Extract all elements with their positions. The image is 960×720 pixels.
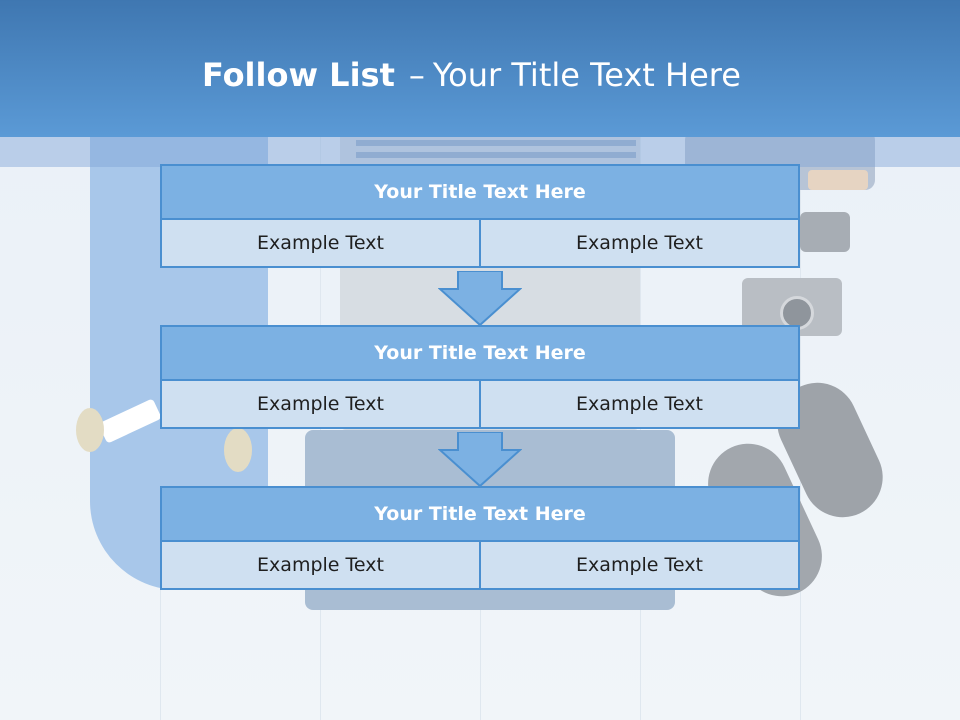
header-band [0, 0, 960, 137]
cell-right: Example Text [479, 540, 800, 590]
list-block-3: Your Title Text Here Example Text Exampl… [160, 486, 800, 590]
sunglasses-image [800, 212, 850, 252]
cell-left: Example Text [160, 540, 481, 590]
cell-left: Example Text [160, 379, 481, 429]
skateboard-wheel [76, 408, 104, 452]
block-title: Your Title Text Here [160, 325, 800, 381]
title-separator: – [408, 56, 425, 94]
page-title: Follow List–Your Title Text Here [202, 55, 741, 95]
cell-right: Example Text [479, 218, 800, 268]
block-title: Your Title Text Here [160, 486, 800, 542]
cell-right: Example Text [479, 379, 800, 429]
block-row: Example Text Example Text [160, 218, 800, 268]
skateboard-wheel [224, 428, 252, 472]
title-rest: Your Title Text Here [432, 56, 741, 94]
block-row: Example Text Example Text [160, 540, 800, 590]
list-block-2: Your Title Text Here Example Text Exampl… [160, 325, 800, 429]
list-block-1: Your Title Text Here Example Text Exampl… [160, 164, 800, 268]
header-subband [0, 137, 960, 167]
block-row: Example Text Example Text [160, 379, 800, 429]
down-arrow-icon [438, 432, 522, 487]
down-arrow-icon [438, 271, 522, 326]
title-bold: Follow List [202, 56, 395, 94]
block-title: Your Title Text Here [160, 164, 800, 220]
cell-left: Example Text [160, 218, 481, 268]
